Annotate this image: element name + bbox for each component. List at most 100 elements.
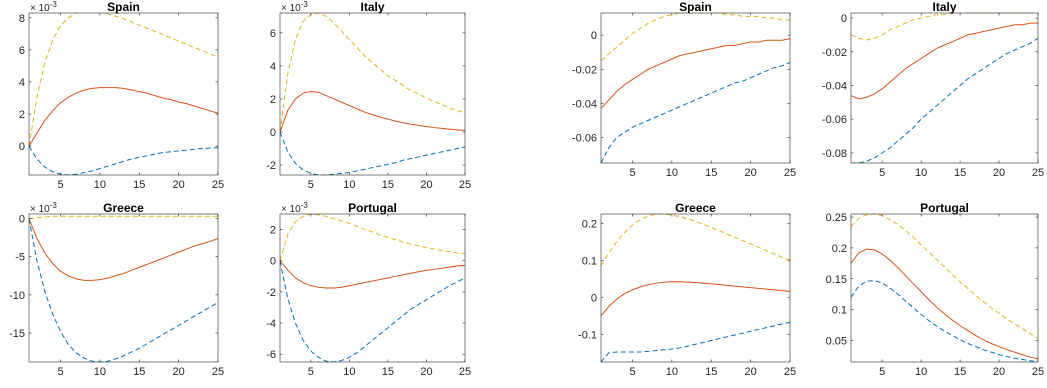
series-line-upper (601, 13, 790, 62)
x-tick-label: 5 (308, 366, 314, 378)
y-tick-label: 0 (19, 141, 25, 153)
y-tick-label: 4 (270, 61, 276, 73)
y-tick-label: -15 (9, 328, 25, 340)
y-tick-label: -0.02 (822, 47, 847, 59)
x-tick-label: 10 (94, 366, 106, 378)
series-line-upper (280, 214, 465, 261)
series-line-median (601, 281, 790, 317)
y-tick-label: 2 (270, 94, 276, 106)
subplot-title: Portugal (348, 201, 397, 215)
x-tick-label: 10 (666, 366, 678, 378)
y-tick-label: -10 (9, 290, 25, 302)
y-tick-label: 0 (270, 127, 276, 139)
x-tick-label: 20 (993, 167, 1005, 179)
x-tick-label: 20 (745, 167, 757, 179)
series-line-lower (280, 131, 465, 175)
series-line-median (601, 38, 790, 109)
axis-multiplier-label: × 10-3 (281, 0, 308, 14)
x-tick-label: 15 (954, 366, 966, 378)
x-tick-label: 20 (420, 366, 432, 378)
series-line-upper (851, 13, 1038, 41)
x-tick-label: 25 (784, 366, 796, 378)
x-tick-label: 15 (705, 366, 717, 378)
series-line-upper (29, 215, 218, 220)
subplot-title: Greece (675, 201, 716, 215)
axis-multiplier-label: × 10-3 (30, 201, 57, 215)
y-tick-label: -0.02 (572, 64, 597, 76)
subplot-title: Portugal (920, 201, 969, 215)
x-tick-label: 15 (133, 366, 145, 378)
y-tick-label: 0.1 (832, 305, 847, 317)
x-tick-label: 25 (212, 179, 224, 191)
x-tick-label: 10 (666, 167, 678, 179)
axes-box (850, 12, 1039, 164)
x-tick-label: 10 (343, 179, 355, 191)
x-tick-label: 15 (382, 366, 394, 378)
y-tick-label: -2 (266, 160, 276, 172)
y-tick-label: 0.1 (582, 255, 597, 267)
x-tick-label: 10 (94, 179, 106, 191)
x-tick-label: 5 (629, 167, 635, 179)
x-tick-label: 10 (343, 366, 355, 378)
x-tick-label: 10 (915, 366, 927, 378)
x-tick-label: 15 (705, 167, 717, 179)
y-tick-label: -0.06 (822, 114, 847, 126)
y-tick-label: 0 (19, 214, 25, 226)
y-tick-label: -2 (266, 287, 276, 299)
y-tick-label: -4 (266, 318, 276, 330)
x-tick-label: 25 (1032, 366, 1044, 378)
x-tick-label: 25 (459, 366, 471, 378)
subplot-title: Italy (932, 0, 956, 14)
y-tick-label: 6 (19, 45, 25, 57)
y-tick-label: 0 (591, 292, 597, 304)
x-tick-label: 15 (133, 179, 145, 191)
y-tick-label: 2 (19, 109, 25, 121)
y-tick-label: 6 (270, 28, 276, 40)
axes-box (279, 213, 466, 363)
axis-multiplier-label: × 10-3 (30, 0, 57, 14)
y-tick-label: 8 (19, 13, 25, 25)
axes-box (279, 12, 466, 176)
y-tick-label: 4 (19, 77, 25, 89)
axes-box (850, 213, 1039, 363)
series-line-lower (851, 37, 1038, 163)
x-tick-label: 5 (629, 366, 635, 378)
y-tick-label: -0.1 (578, 329, 597, 341)
series-line-upper (29, 13, 218, 147)
series-line-upper (851, 214, 1038, 339)
axis-multiplier-label: × 10-3 (281, 201, 308, 215)
y-tick-label: -0.04 (572, 98, 597, 110)
x-tick-label: 5 (57, 179, 63, 191)
x-tick-label: 5 (308, 179, 314, 191)
subplot-title: Italy (360, 0, 384, 14)
y-tick-label: -0.08 (822, 148, 847, 160)
axes-box (28, 12, 219, 176)
subplot-title: Spain (107, 0, 140, 14)
y-tick-label: 0.25 (826, 212, 847, 224)
series-line-lower (601, 61, 790, 163)
x-tick-label: 25 (784, 167, 796, 179)
series-line-lower (280, 260, 465, 362)
x-tick-label: 20 (420, 179, 432, 191)
y-tick-label: 0 (591, 30, 597, 42)
y-tick-label: -6 (266, 349, 276, 361)
y-tick-label: 0.2 (582, 218, 597, 230)
x-tick-label: 25 (212, 366, 224, 378)
series-line-lower (29, 145, 218, 175)
y-tick-label: 0 (841, 13, 847, 25)
series-line-median (280, 91, 465, 133)
y-tick-label: -5 (15, 252, 25, 264)
x-tick-label: 25 (1032, 167, 1044, 179)
x-tick-label: 20 (173, 366, 185, 378)
x-tick-label: 5 (57, 366, 63, 378)
y-tick-label: -0.06 (572, 132, 597, 144)
y-tick-label: 0.2 (832, 243, 847, 255)
x-tick-label: 10 (915, 167, 927, 179)
axes-box (28, 213, 219, 363)
